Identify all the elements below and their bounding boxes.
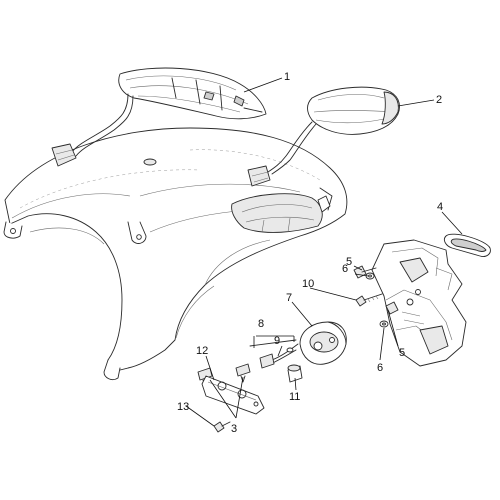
callout-7: 7: [286, 292, 292, 304]
callout-6-upper: 6: [342, 263, 348, 275]
callout-10: 10: [302, 278, 314, 290]
callout-5-lower: 5: [399, 347, 405, 359]
leader-lines: [185, 77, 463, 427]
license-plate-bracket: [371, 239, 467, 367]
callout-8: 8: [258, 318, 264, 330]
part-10-screw: [355, 293, 383, 307]
callout-5-upper: 5: [346, 256, 352, 268]
part-2-rear-light-lens: [247, 86, 400, 187]
callout-6-lower: 6: [377, 362, 383, 374]
part-8-9-bulb-cable: [249, 339, 299, 369]
part-7-light-housing: [299, 321, 347, 365]
callout-12: 12: [196, 345, 208, 357]
rear-fender-body: [3, 127, 348, 381]
part-13-screw: [213, 421, 231, 433]
part-11-spacer: [287, 364, 303, 383]
part-5-6-fasteners: [353, 265, 399, 328]
callout-13: 13: [177, 401, 189, 413]
callout-labels: 1 2 3 4 5 5 6 6 7 8 9 10 11 12 13: [177, 71, 443, 435]
callout-4: 4: [437, 201, 443, 213]
part-4-reflector: [443, 233, 491, 257]
callout-2: 2: [436, 94, 442, 106]
part-3-push-rivets: [197, 363, 251, 387]
part-1-instrument-lens: [51, 67, 267, 167]
part-12-lamp-cover: [201, 375, 265, 415]
callout-3: 3: [231, 423, 237, 435]
callout-9: 9: [274, 335, 280, 347]
callout-1: 1: [284, 71, 290, 83]
callout-11: 11: [289, 391, 300, 403]
